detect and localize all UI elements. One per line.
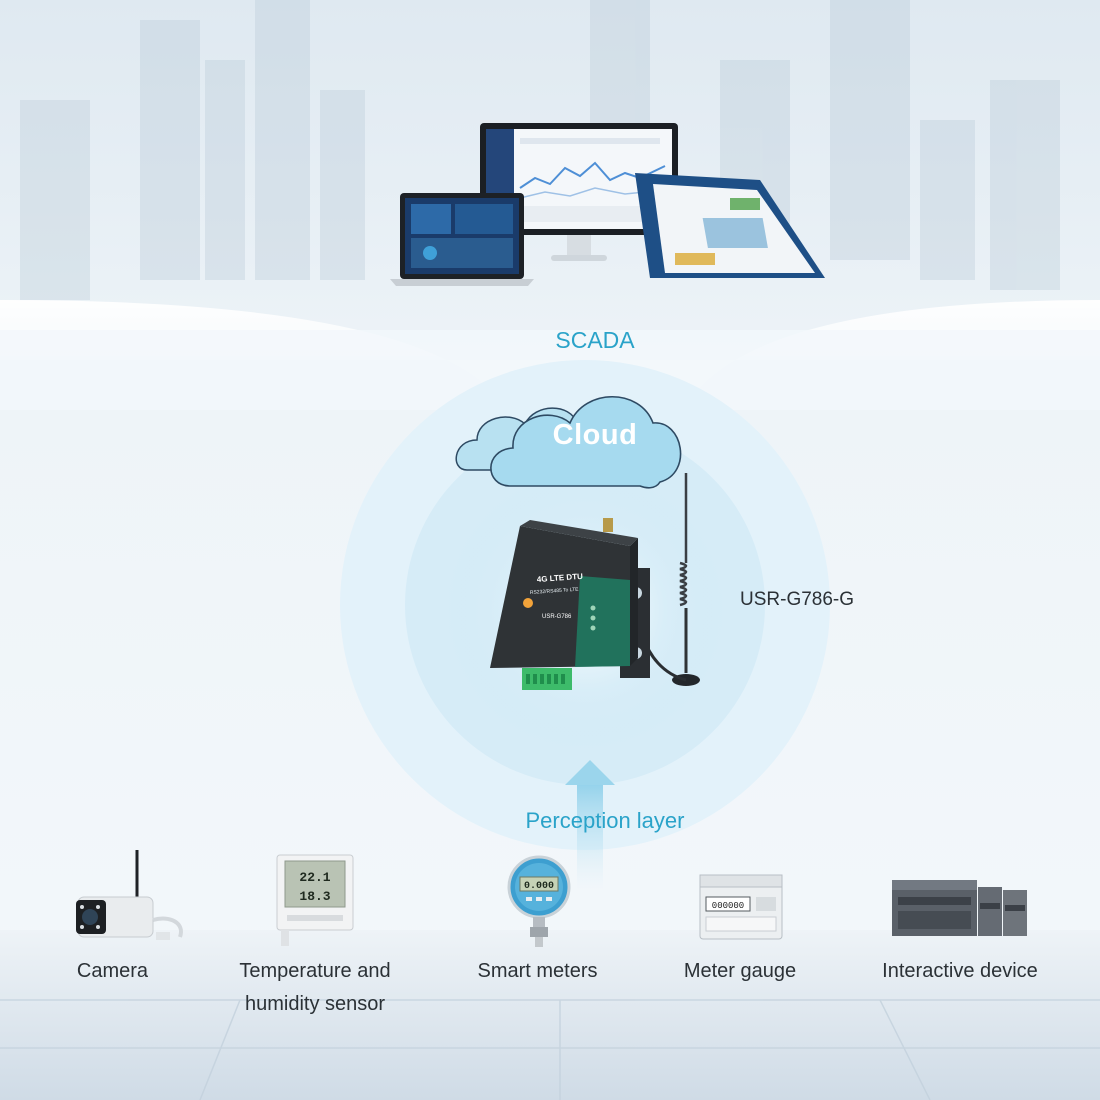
field-device-label-camera: Camera: [76, 960, 149, 982]
lcd-temperature: 22.1: [299, 870, 330, 885]
lte-dtu-device: 4G LTE DTU RS232/RS485 To LTE USR-G786: [490, 473, 700, 690]
case-title: 4G LTE DTU: [537, 572, 584, 584]
field-device-label-smart-meters: Smart meters: [477, 960, 598, 982]
field-device-label-meter-gauge: Meter gauge: [683, 960, 797, 982]
lcd-humidity: 18.3: [299, 889, 330, 904]
field-device-label-temperature-humidity: Temperature and humidity sensor: [239, 960, 391, 1015]
meter-lcd: 000000: [712, 901, 744, 911]
thermo-hygrometer-icon: 22.1 18.3: [276, 854, 354, 946]
case-subtitle: RS232/RS485 To LTE: [530, 587, 580, 596]
device-model-label: USR-G786-G: [740, 589, 855, 610]
field-device-label-interactive-device: Interactive device: [882, 960, 1038, 982]
cloud-icon: [455, 395, 682, 489]
hmi-tablet-icon: [635, 173, 825, 278]
perception-layer-label: Perception layer: [525, 808, 685, 833]
camera-icon: [76, 850, 183, 940]
plc-icon: [892, 880, 1027, 936]
pressure-gauge-icon: 0.000: [507, 855, 571, 947]
gauge-lcd: 0.000: [524, 881, 554, 892]
din-energy-meter-icon: 000000: [699, 874, 783, 940]
scada-screens-illustration: [390, 123, 825, 286]
laptop-icon: [390, 193, 534, 286]
scada-label: SCADA: [555, 327, 635, 353]
cloud-label: Cloud: [552, 419, 638, 451]
case-model: USR-G786: [542, 614, 572, 620]
